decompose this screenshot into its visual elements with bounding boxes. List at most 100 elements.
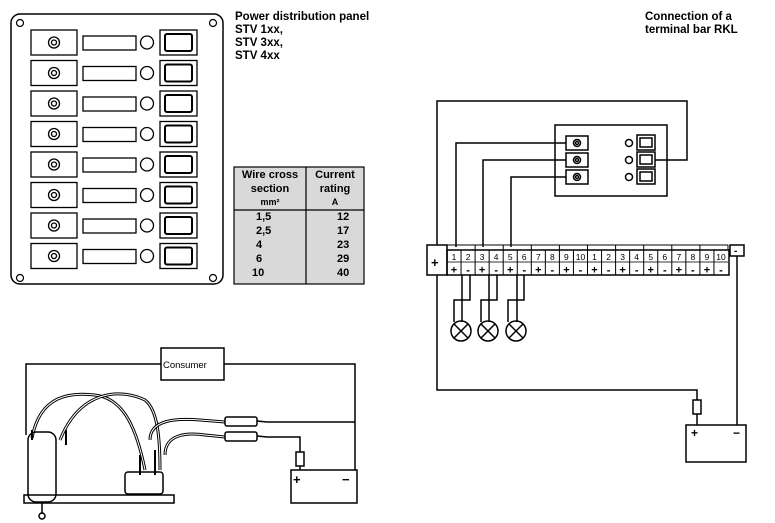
fuse-icon [47,97,61,110]
rocker-switch [159,29,198,56]
terminal-number: 9 [564,252,569,262]
terminal-cell: 7+ [530,250,546,277]
terminal-polarity: + [563,265,569,277]
panel-row [30,181,198,209]
label-field [82,35,137,51]
terminal-number: 2 [606,252,611,262]
terminal-cell: 9+ [699,250,714,277]
fuse-holder [30,242,78,270]
terminal-cell: 8- [685,250,700,277]
indicator-led-icon [139,35,155,50]
terminal-polarity: - [466,265,470,277]
fuse-holder [30,181,78,209]
table-header-rating-unit: A [332,197,339,207]
terminal-polarity: + [479,265,485,277]
terminal-polarity: + [451,265,457,277]
terminal-cell: 10- [713,250,728,277]
fuse-icon [47,219,61,232]
terminal-polarity: - [494,265,498,277]
terminal-number: 7 [536,252,541,262]
rocker-switch [159,120,198,148]
table-rating: 17 [337,225,349,237]
fuse-holder [30,90,78,117]
terminal-cell: 1+ [446,250,462,277]
mount-hole-icon [15,273,25,283]
label-field [82,248,137,265]
terminal-polarity: - [522,265,526,277]
table-rating: 40 [337,267,349,279]
battery [290,469,358,504]
terminal-title-line-1: Connection of a [645,11,732,23]
fuse-icon [47,158,61,171]
terminal-number: 3 [620,252,625,262]
fuse-holder [30,120,78,148]
terminal-cell: 3+ [474,250,490,277]
table-header-rating-1: Current [315,169,355,181]
panel-title: Power distribution panel [235,11,370,23]
terminal-cell: 1+ [587,250,602,277]
distribution-panel [10,13,224,285]
terminal-number: 10 [716,252,726,262]
consumer-wiring [23,347,358,520]
terminal-wiring [426,100,747,463]
terminal-number: 5 [648,252,653,262]
indicator-led-icon [139,126,155,142]
label-field [82,218,137,234]
table-section: 2,5 [256,225,271,237]
lamp-icon [477,320,499,342]
terminal-cell: 8- [544,250,560,277]
table-header-section-unit: mm² [260,197,279,207]
table-rating: 29 [337,253,349,265]
table-section: 4 [256,239,263,251]
mount-hole-icon [208,18,218,28]
terminal-number: 8 [691,252,696,262]
terminal-cell: 6- [657,250,672,277]
mount-hole-icon [15,18,25,28]
fuse-holder [30,59,78,87]
fuse-holder [30,151,78,178]
terminal-number: 3 [480,252,485,262]
terminal-cell: 2- [601,250,616,277]
terminal-number: 6 [662,252,667,262]
lamp-icon [505,320,527,342]
consumer-label: Consumer [163,360,207,371]
rocker-switch [159,59,198,87]
fuse-icon [47,66,61,80]
panel-model-3: STV 4xx [235,50,280,62]
fuse-holder [30,212,78,239]
label-field [82,96,137,112]
label-field [82,157,137,173]
rocker-switch [159,242,198,270]
mount-hole-icon [208,273,218,283]
table-section: 1,5 [256,211,271,223]
terminal-number: 1 [452,252,457,262]
table-section: 10 [252,267,264,279]
terminal-number: 7 [676,252,681,262]
table-header-section-2: section [251,183,290,195]
terminal-polarity: + [619,265,625,277]
terminal-battery-plus: + [691,426,698,440]
indicator-led-icon [139,96,155,111]
terminal-title-block: Connection of a terminal bar RKL [645,11,738,37]
fuse-icon [47,249,61,263]
terminal-polarity: - [579,265,583,277]
terminal-cell: 10- [572,250,588,277]
indicator-led-icon [139,218,155,233]
terminal-polarity: - [607,265,611,277]
panel-row [30,29,198,56]
terminal-polarity: - [691,265,695,277]
terminal-cell: 2- [460,250,476,277]
terminal-number: 4 [634,252,639,262]
terminal-polarity: - [663,265,667,277]
terminal-cell: 4- [629,250,644,277]
terminal-number: 2 [466,252,471,262]
indicator-led-icon [139,157,155,172]
table-rating: 12 [337,211,349,223]
table-header-rating-2: rating [320,183,351,195]
terminal-cell: 5+ [502,250,518,277]
terminal-number: 9 [705,252,710,262]
panel-row [30,242,198,270]
indicator-led-icon [139,248,155,264]
terminal-number: 4 [494,252,499,262]
lamps [450,320,527,342]
